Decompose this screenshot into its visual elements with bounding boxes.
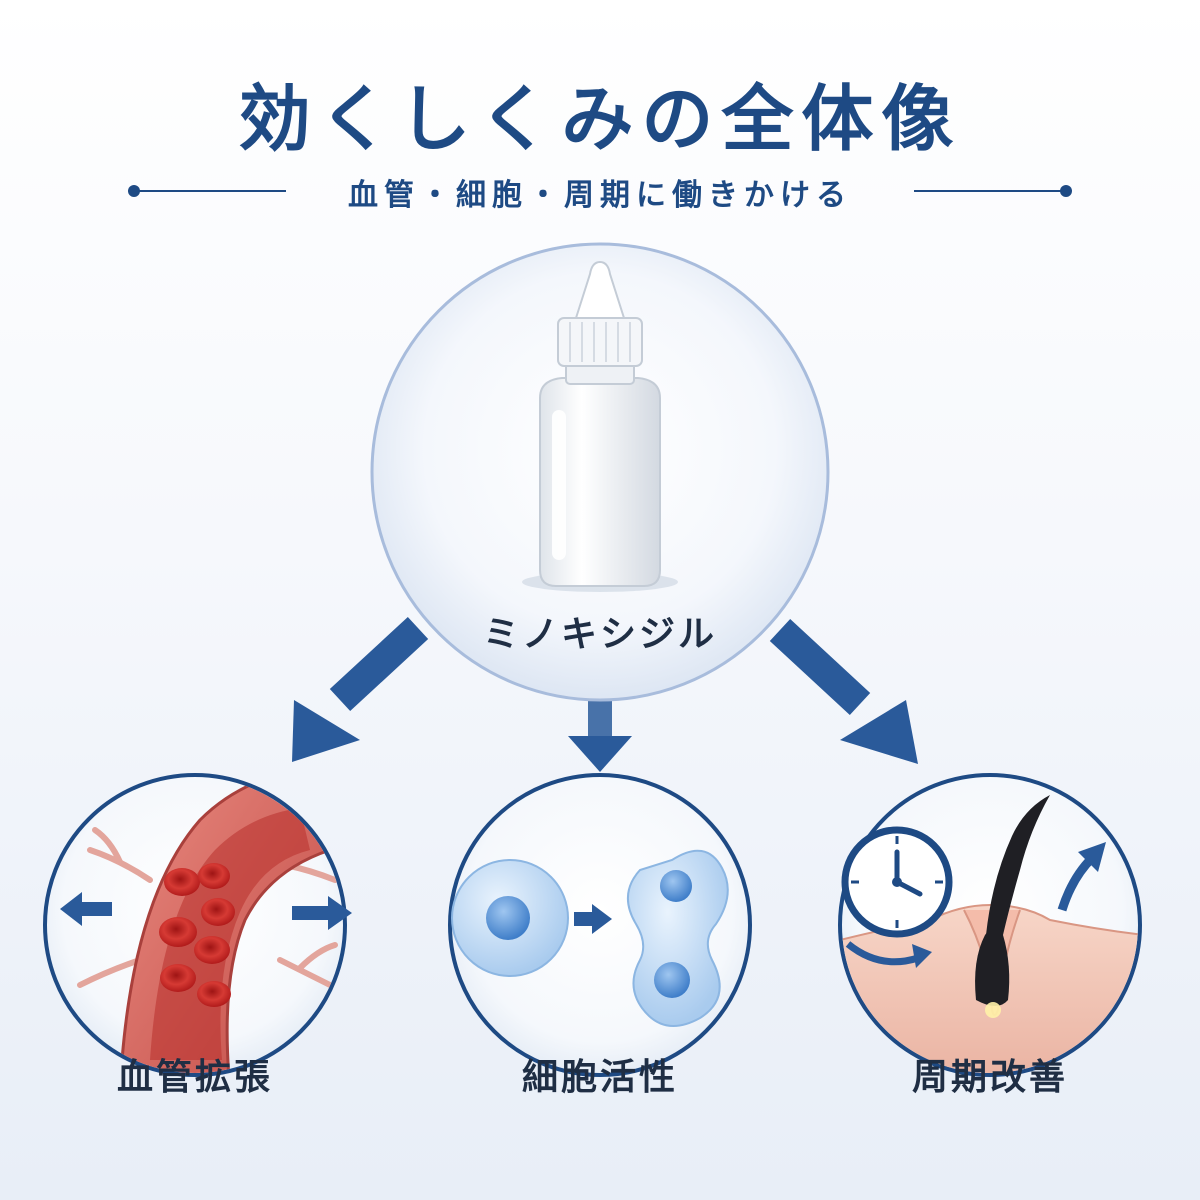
cell-node-label: 細胞活性 [521, 1057, 678, 1098]
center-label: ミノキシジル [482, 614, 717, 655]
vessel-node-label: 血管拡張 [116, 1057, 273, 1098]
clock-icon [841, 826, 953, 938]
right-line-ornament [914, 190, 1066, 192]
cell-division-icon [451, 849, 729, 1027]
right-dot-ornament [1060, 185, 1072, 197]
cycle-node-label: 周期改善 [911, 1057, 1068, 1098]
subtitle-row: 血管・細胞・周期に働きかける [0, 170, 1200, 214]
dilation-left-arrow-icon [60, 892, 112, 926]
arrow-to-cell [568, 692, 632, 772]
dilation-right-arrow-icon [292, 896, 352, 930]
dropper-bottle-icon [522, 260, 678, 592]
arrow-to-cycle [769, 618, 918, 764]
blood-vessel-icon [77, 777, 343, 1073]
page-subtitle: 血管・細胞・周期に働きかける [348, 178, 852, 213]
left-line-ornament [134, 190, 286, 192]
cycle-curve-arrow-icon [845, 941, 932, 968]
arrow-to-vessel [292, 616, 429, 762]
growth-up-arrow-icon [1057, 842, 1106, 912]
page-title: 効くしくみの全体像 [238, 77, 962, 161]
